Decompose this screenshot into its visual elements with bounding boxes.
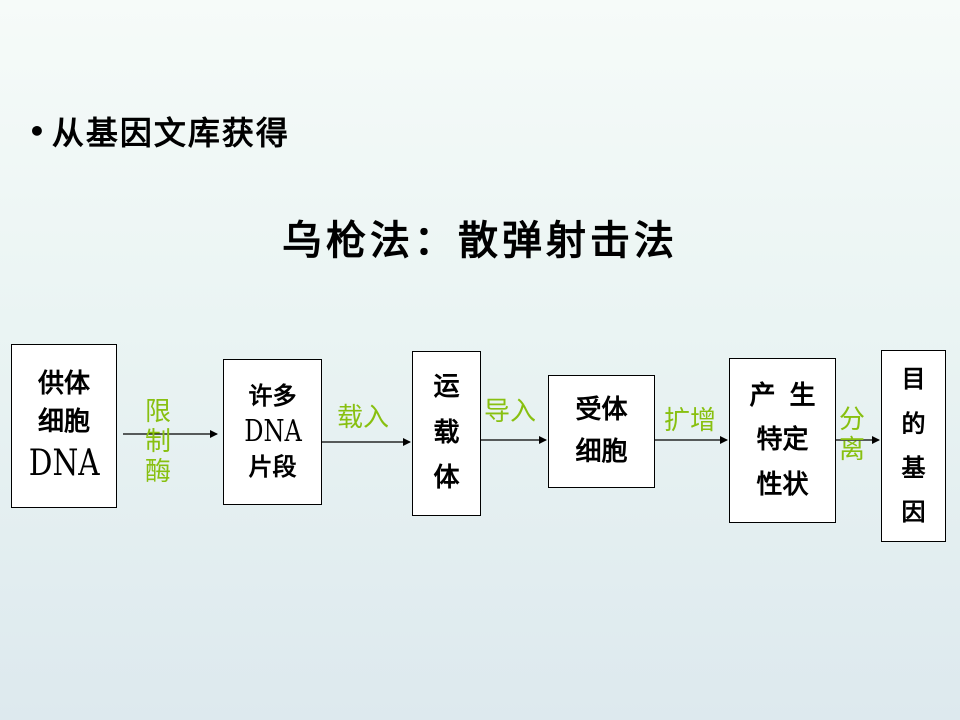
box-specific-traits: 产生 特定 性状	[729, 358, 836, 523]
restriction-char3: 酶	[144, 456, 171, 487]
box-donor-cell-dna: 供体 细胞 DNA	[11, 344, 117, 508]
step-label-restriction-enzyme: 限 制 酶	[143, 397, 173, 488]
step-label-introduce: 导入	[484, 397, 537, 427]
step-label-separate: 分 离	[837, 405, 867, 466]
recipient-line1: 受体	[575, 394, 628, 425]
fragments-line1: 许多	[248, 382, 297, 411]
bullet-dot: •	[28, 114, 48, 148]
recipient-line2: 细胞	[575, 436, 628, 467]
box-target-gene: 目 的 基 因	[881, 350, 946, 542]
separate-char1: 分	[838, 405, 865, 435]
target-char1: 目	[901, 365, 926, 394]
vector-char2: 载	[433, 417, 460, 448]
target-char2: 的	[901, 409, 926, 438]
fragments-line3: 片段	[248, 453, 297, 481]
bullet-line: • 从基因文库获得	[28, 108, 290, 154]
traits-line3: 性状	[756, 469, 809, 500]
donor-line1: 供体	[37, 368, 90, 399]
fragments-line2: DNA	[243, 414, 302, 449]
vector-char3: 体	[433, 463, 460, 494]
restriction-char1: 限	[144, 397, 171, 427]
donor-line3: DNA	[28, 443, 100, 485]
target-char3: 基	[901, 454, 926, 482]
box-dna-fragments: 许多 DNA 片段	[223, 359, 322, 505]
slide-title: 乌枪法：散弹射击法	[282, 218, 678, 264]
step-label-load: 载入	[337, 403, 390, 433]
box-vector: 运 载 体	[412, 351, 481, 516]
restriction-char2: 制	[144, 426, 171, 457]
separate-char2: 离	[838, 434, 865, 465]
donor-line2: 细胞	[37, 406, 90, 437]
target-char4: 因	[901, 498, 926, 527]
vector-char1: 运	[433, 372, 460, 403]
traits-line1: 产生	[749, 381, 830, 412]
bullet-text: 从基因文库获得	[51, 114, 290, 152]
traits-line2: 特定	[756, 425, 809, 456]
step-label-amplify: 扩增	[664, 406, 717, 436]
box-recipient-cell: 受体 细胞	[548, 375, 655, 488]
